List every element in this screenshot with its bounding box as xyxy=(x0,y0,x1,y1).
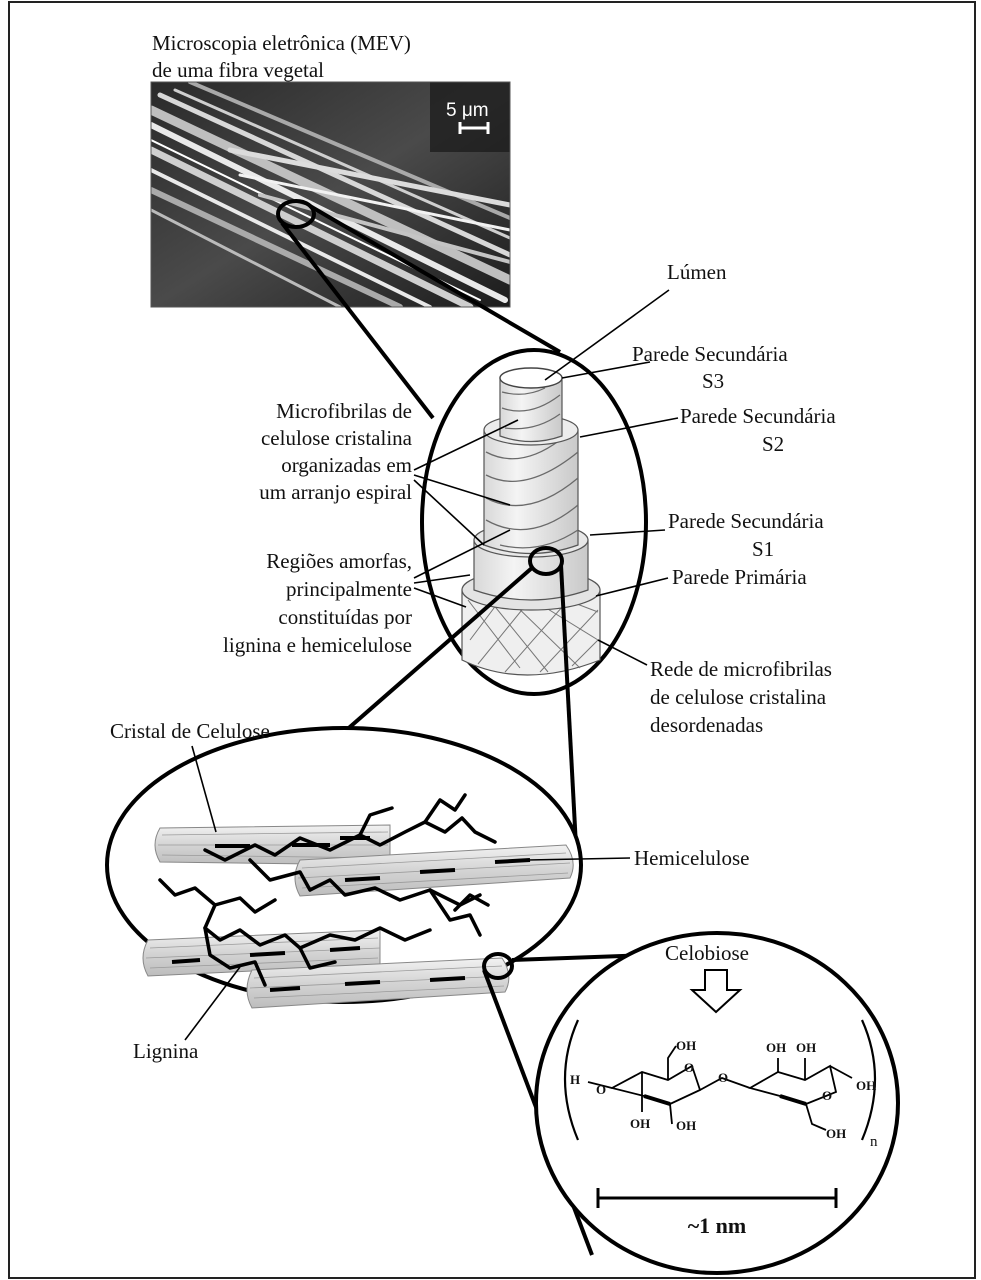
label-s2-line2: S2 xyxy=(762,432,784,456)
atom-o-glycosidic: O xyxy=(718,1070,728,1085)
sem-title-line1: Microscopia eletrônica (MEV) xyxy=(152,31,411,55)
length-scale-label: ~1 nm xyxy=(688,1213,747,1238)
label-microfibrils-line2: celulose cristalina xyxy=(261,426,413,450)
label-microfibrils-line4: um arranjo espiral xyxy=(259,480,412,504)
label-hemicellulose: Hemicelulose xyxy=(634,846,749,870)
label-amorphous-line2: principalmente xyxy=(286,577,412,601)
sem-title-line2: de uma fibra vegetal xyxy=(152,58,324,82)
sem-scale-label: 5 μm xyxy=(446,100,489,121)
label-lignin: Lignina xyxy=(133,1039,199,1063)
label-s2-line1: Parede Secundária xyxy=(680,404,836,428)
atom-oh-c2-1: OH xyxy=(676,1118,696,1133)
atom-oh-terminal: OH xyxy=(856,1078,876,1093)
label-s1-line1: Parede Secundária xyxy=(668,509,824,533)
label-amorphous: Regiões amorfas, principalmente constitu… xyxy=(223,549,412,657)
label-microfibrils-line3: organizadas em xyxy=(281,453,412,477)
label-lumen: Lúmen xyxy=(667,260,727,284)
label-s3-line2: S3 xyxy=(702,369,724,393)
repeat-subscript-n: n xyxy=(870,1134,878,1150)
label-s1-line2: S1 xyxy=(752,537,774,561)
atom-o-1: O xyxy=(596,1082,606,1097)
atom-oh-c2-2: OH xyxy=(796,1040,816,1055)
atom-h-terminal: H xyxy=(570,1072,580,1087)
atom-o-ring1: O xyxy=(684,1060,694,1075)
atom-o-ring2: O xyxy=(822,1088,832,1103)
label-primary-wall: Parede Primária xyxy=(672,565,807,589)
label-microfibrils: Microfibrilas de celulose cristalina org… xyxy=(259,399,412,504)
label-cellulose-crystal: Cristal de Celulose xyxy=(110,719,270,743)
label-microfibrils-line1: Microfibrilas de xyxy=(276,399,412,423)
label-s3-line1: Parede Secundária xyxy=(632,342,788,366)
label-network-line3: desordenadas xyxy=(650,713,763,737)
atom-oh-c3-2: OH xyxy=(766,1040,786,1055)
label-amorphous-line3: constituídas por xyxy=(278,605,412,629)
atom-oh-c6-1: OH xyxy=(676,1038,696,1053)
label-amorphous-line4: lignina e hemicelulose xyxy=(223,633,412,657)
label-network-line1: Rede de microfibrilas xyxy=(650,657,832,681)
label-amorphous-line1: Regiões amorfas, xyxy=(266,549,412,573)
atom-oh-c3-1: OH xyxy=(630,1116,650,1131)
label-cellobiose: Celobiose xyxy=(665,941,749,965)
label-network-line2: de celulose cristalina xyxy=(650,685,827,709)
lumen-opening xyxy=(500,368,562,388)
atom-oh-c6-2: OH xyxy=(826,1126,846,1141)
